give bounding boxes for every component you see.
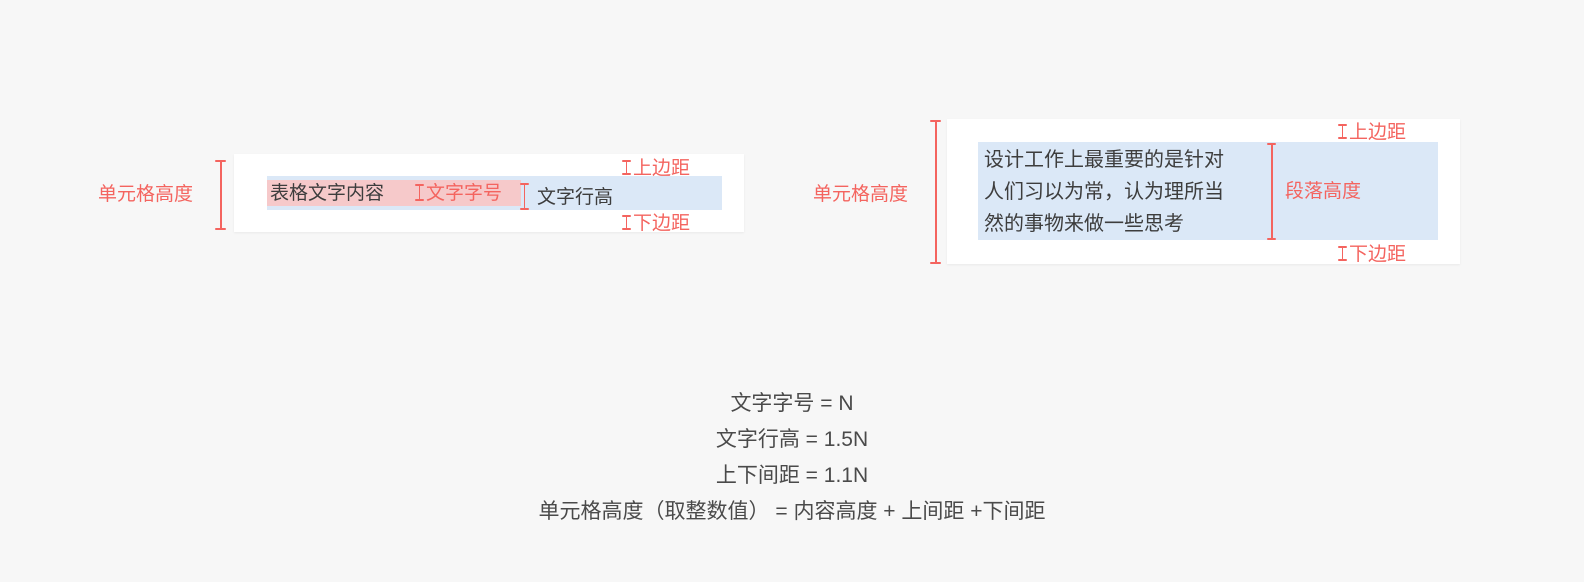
measure-stem [934, 122, 937, 262]
paragraph-line: 然的事物来做一些思考 [984, 213, 1184, 235]
paragraph-line: 人们习以为常，认为理所当 [984, 181, 1224, 203]
i-beam-icon [520, 183, 529, 210]
left-bottom-margin-label: 下边距 [633, 213, 691, 234]
measure-cap-bottom [215, 228, 226, 230]
i-beam-icon [622, 215, 631, 230]
right-top-margin-label: 上边距 [1349, 122, 1407, 143]
i-beam-icon [415, 184, 424, 201]
left-font-size-band [267, 180, 521, 206]
right-paragraph-height-label: 段落高度 [1285, 181, 1362, 202]
left-cell-text: 表格文字内容 [270, 183, 385, 204]
left-line-height-annotation: 文字行高 [520, 183, 614, 211]
right-top-margin-annotation: 上边距 [1338, 123, 1406, 142]
formula-line: 文字行高 = 1.5N [715, 428, 869, 451]
measure-cap-top [215, 160, 226, 162]
measure-stem [219, 162, 222, 228]
left-cell-height-label: 单元格高度 [98, 184, 194, 205]
left-top-margin-label: 上边距 [633, 158, 691, 179]
left-line-height-label: 文字行高 [537, 187, 614, 208]
right-cell-height-measure-bar [930, 120, 941, 264]
left-cell-height-measure-bar [215, 160, 226, 230]
left-font-size-label: 文字字号 [426, 183, 503, 204]
right-paragraph-height-measure-bar [1267, 143, 1276, 240]
left-top-margin-annotation: 上边距 [622, 159, 690, 178]
formula-line: 文字字号 = N [730, 392, 854, 415]
i-beam-icon [1338, 246, 1347, 261]
left-bottom-margin-annotation: 下边距 [622, 214, 690, 233]
right-bottom-margin-annotation: 下边距 [1338, 245, 1406, 264]
measure-cap-bottom [1267, 238, 1276, 240]
formula-line: 上下间距 = 1.1N [715, 464, 869, 487]
right-paragraph-band [978, 142, 1438, 240]
right-paragraph-text: 设计工作上最重要的是针对 人们习以为常，认为理所当 然的事物来做一些思考 [984, 144, 1270, 240]
measure-cap-top [930, 120, 941, 122]
paragraph-line: 设计工作上最重要的是针对 [984, 149, 1224, 171]
right-bottom-margin-label: 下边距 [1349, 244, 1407, 265]
left-font-size-annotation: 文字字号 [415, 184, 502, 203]
right-cell-height-label: 单元格高度 [813, 184, 909, 205]
formula-block: 文字字号 = N 文字行高 = 1.5N 上下间距 = 1.1N 单元格高度（取… [0, 386, 1584, 530]
i-beam-icon [622, 160, 631, 175]
measure-cap-top [1267, 143, 1276, 145]
i-beam-icon [1338, 124, 1347, 139]
measure-cap-bottom [930, 262, 941, 264]
formula-line: 单元格高度（取整数值） = 内容高度 + 上间距 +下间距 [538, 500, 1046, 523]
measure-stem [1270, 145, 1273, 238]
